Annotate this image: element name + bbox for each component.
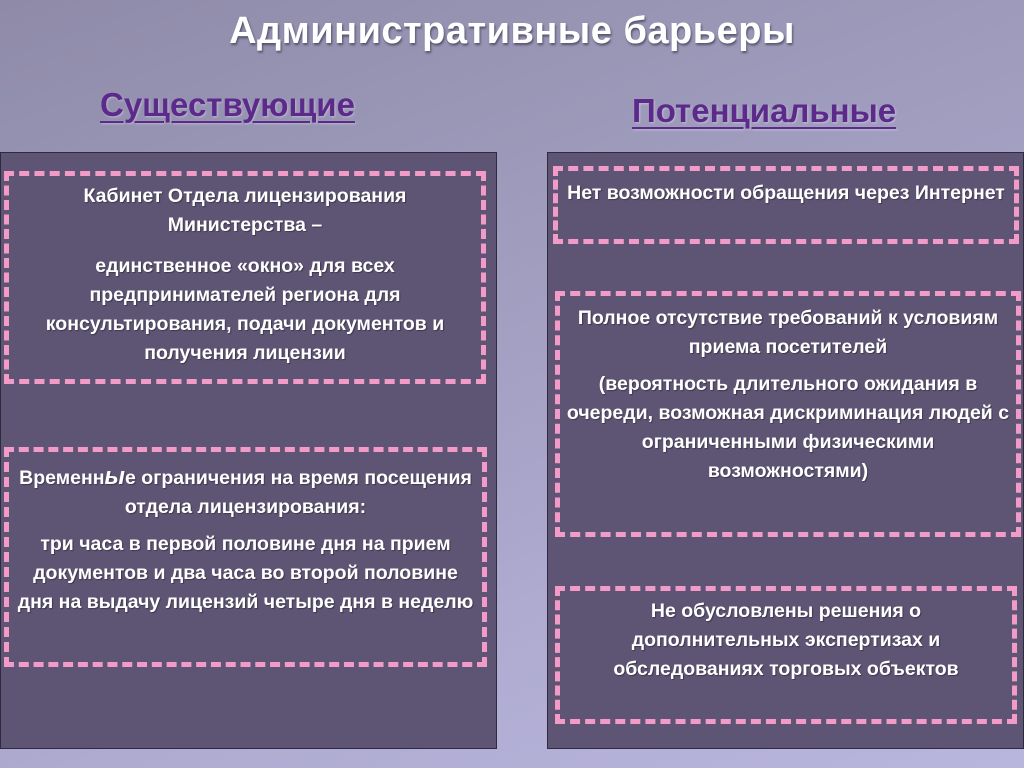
barrier-expertise-decisions: Не обусловлены решения о дополнительных … xyxy=(555,586,1017,724)
slide-title: Административные барьеры xyxy=(229,10,795,52)
barrier-no-internet-line1: Нет возможности обращения через Интернет xyxy=(567,182,1005,204)
barrier-reception-conditions: Полное отсутствие требований к условиям … xyxy=(555,291,1021,537)
panel-potential xyxy=(547,152,1024,749)
barrier-expertise-decisions-line1: Не обусловлены решения о дополнительных … xyxy=(613,600,959,680)
barrier-time-limits-part3: е ограничения на время посещения отдела … xyxy=(124,467,472,518)
barrier-time-limits-part2: ы xyxy=(104,463,126,490)
barrier-time-limits-part1: Временн xyxy=(19,467,105,489)
barrier-time-limits-line2: три часа в первой половине дня на прием … xyxy=(17,533,474,613)
barrier-reception-conditions-line2: (вероятность длительного ожидания в очер… xyxy=(566,373,1010,482)
heading-existing: Существующие xyxy=(100,86,355,123)
barrier-licensing-office-line1: Кабинет Отдела лицензирования Министерст… xyxy=(83,185,407,236)
barrier-time-limits: Временные ограничения на время посещения… xyxy=(4,447,487,667)
barrier-licensing-office-line2: единственное «окно» для всех предпринима… xyxy=(45,255,445,364)
heading-potential: Потенциальные xyxy=(632,92,897,129)
barrier-licensing-office: Кабинет Отдела лицензирования Министерст… xyxy=(4,171,486,384)
barrier-time-limits-line1: Временные ограничения на время посещения… xyxy=(13,462,478,522)
barrier-reception-conditions-line1: Полное отсутствие требований к условиям … xyxy=(577,307,999,358)
barrier-no-internet: Нет возможности обращения через Интернет xyxy=(553,166,1019,244)
